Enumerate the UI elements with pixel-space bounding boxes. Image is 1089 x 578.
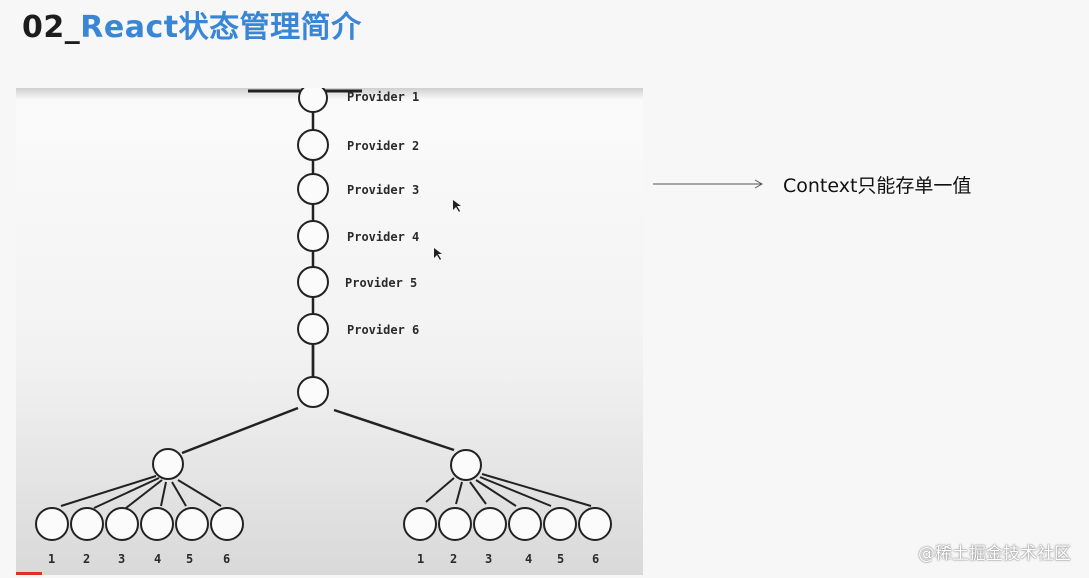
left-leaf-label-4: 4 <box>154 552 161 566</box>
right-leaf-3 <box>473 507 507 541</box>
left-leaf-label-3: 3 <box>118 552 125 566</box>
right-edge-2 <box>455 481 463 505</box>
right-edge-4 <box>475 479 517 507</box>
video-frame[interactable]: Provider 1 Provider 2 Provider 3 Provide… <box>16 88 643 575</box>
left-leaf-2 <box>70 507 104 541</box>
provider-node-6 <box>297 313 329 345</box>
left-leaf-label-5: 5 <box>186 552 193 566</box>
provider-node-5 <box>297 266 329 298</box>
provider-node-4 <box>297 220 329 252</box>
root-node <box>297 376 329 408</box>
right-leaf-2 <box>438 507 472 541</box>
video-progress-bar[interactable] <box>16 572 42 575</box>
right-leaf-4 <box>508 507 542 541</box>
left-leaf-label-1: 1 <box>48 552 55 566</box>
right-leaf-label-3: 3 <box>485 552 492 566</box>
left-edge-3 <box>125 479 163 509</box>
right-edge-3 <box>469 481 487 505</box>
provider-node-1 <box>298 88 328 113</box>
annotation: Context只能存单一值 <box>653 170 993 198</box>
left-leaf-6 <box>210 507 244 541</box>
video-top-shade <box>16 88 643 100</box>
branch-right <box>333 408 455 452</box>
left-leaf-5 <box>175 507 209 541</box>
left-leaf-3 <box>105 507 139 541</box>
cursor-icon <box>453 200 461 212</box>
provider-label-2: Provider 2 <box>347 139 419 153</box>
right-leaf-1 <box>403 507 437 541</box>
slide-title-number: 02_ <box>22 10 81 45</box>
provider-tree-diagram: Provider 1 Provider 2 Provider 3 Provide… <box>35 88 612 566</box>
right-edge-6 <box>481 473 592 507</box>
left-edge-4 <box>160 481 167 507</box>
left-leaf-1 <box>35 507 69 541</box>
arrow-right-icon <box>653 179 765 189</box>
provider-label-4: Provider 4 <box>347 230 419 244</box>
right-leaf-5 <box>543 507 577 541</box>
slide-title: 02_ React状态管理简介 <box>22 2 362 45</box>
provider-node-3 <box>297 173 329 205</box>
right-leaf-6 <box>578 507 612 541</box>
provider-node-2 <box>297 129 329 161</box>
right-subtree-node <box>450 449 482 481</box>
annotation-text: Context只能存单一值 <box>783 174 972 197</box>
left-edge-5 <box>171 481 187 507</box>
left-edge-1 <box>60 475 157 507</box>
left-leaf-label-2: 2 <box>83 552 90 566</box>
left-leaf-label-6: 6 <box>223 552 230 566</box>
right-edge-1 <box>425 477 455 503</box>
left-leaf-4 <box>140 507 174 541</box>
right-leaf-label-1: 1 <box>417 552 424 566</box>
provider-label-1: Provider 1 <box>347 90 419 104</box>
cursor-icon-2 <box>434 248 442 260</box>
slide-title-text: React状态管理简介 <box>80 10 362 45</box>
branch-left <box>181 406 299 455</box>
provider-label-3: Provider 3 <box>347 183 419 197</box>
left-edge-6 <box>177 479 222 507</box>
provider-label-5: Provider 5 <box>345 276 417 290</box>
right-leaf-label-6: 6 <box>592 552 599 566</box>
right-edge-5 <box>479 476 552 507</box>
left-subtree-node <box>152 448 184 480</box>
right-leaf-label-4: 4 <box>525 552 532 566</box>
left-edge-2 <box>93 477 160 509</box>
provider-label-6: Provider 6 <box>347 323 419 337</box>
right-leaf-label-5: 5 <box>557 552 564 566</box>
right-leaf-label-2: 2 <box>450 552 457 566</box>
watermark-logo: @稀土掘金技术社区 <box>918 544 1071 564</box>
